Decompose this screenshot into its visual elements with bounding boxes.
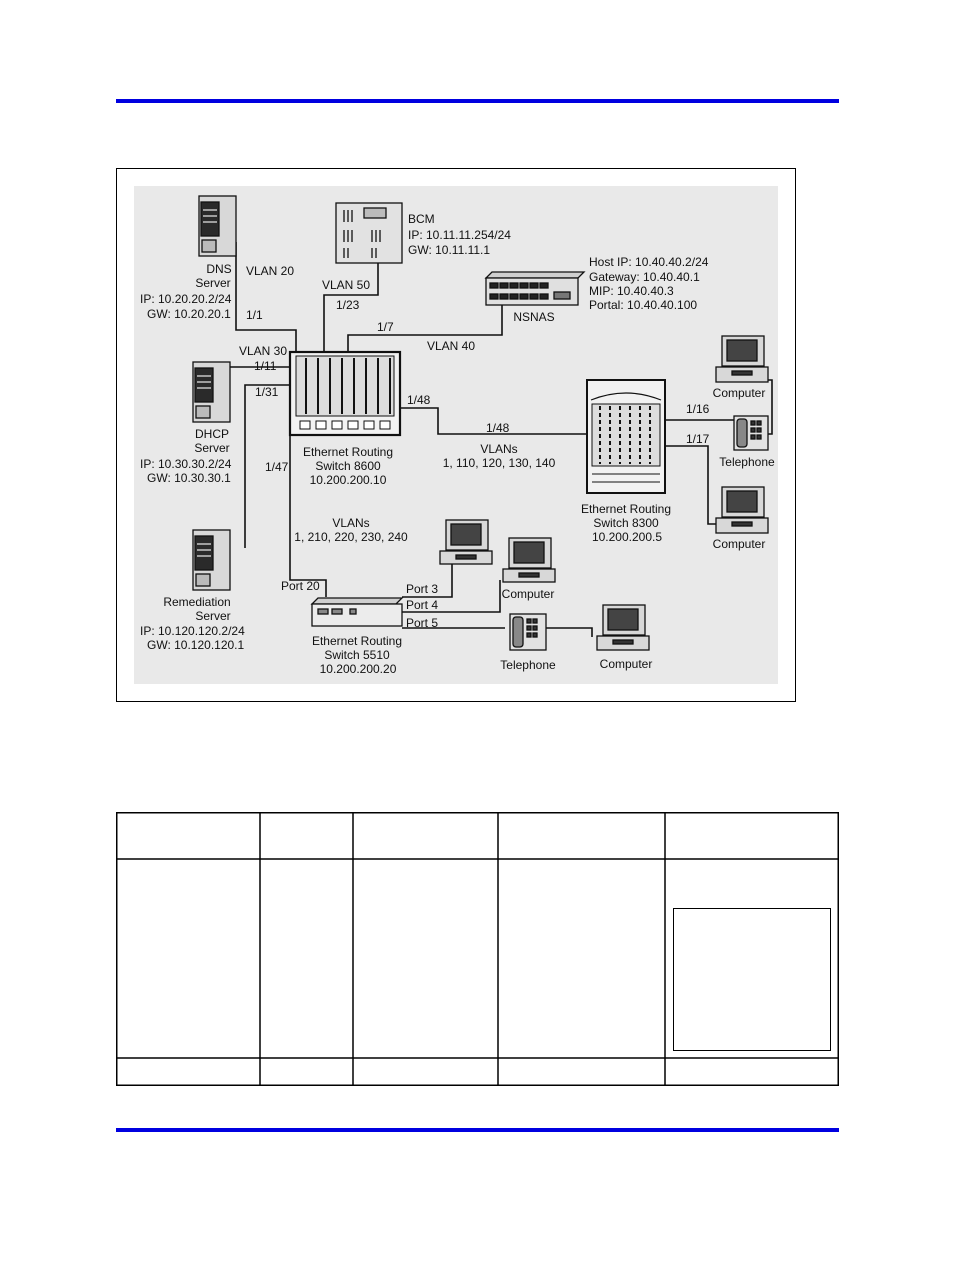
- dhcp-name: DHCP: [195, 427, 229, 441]
- nsnas-icon: [484, 271, 586, 306]
- nsnas-gateway: Gateway: 10.40.40.1: [589, 270, 700, 284]
- switch-8600-icon: [288, 350, 402, 437]
- dns-gw: GW: 10.20.20.1: [147, 307, 231, 321]
- remediation-server-icon: [192, 529, 231, 591]
- edge-vlans-list: 1, 210, 220, 230, 240: [294, 530, 408, 544]
- port-20: Port 20: [281, 579, 320, 593]
- port-1-48-a: 1/48: [407, 393, 431, 407]
- ers8300-ip: 10.200.200.5: [592, 530, 662, 544]
- computer-label-1: Computer: [713, 386, 766, 400]
- computer-icon-2: [715, 486, 769, 534]
- computer-icon-5: [596, 604, 650, 651]
- port-1-16: 1/16: [686, 402, 710, 416]
- switch-5510-icon: [310, 597, 404, 627]
- port-5: Port 5: [406, 616, 438, 630]
- ers8600-line2: Switch 8600: [315, 459, 381, 473]
- remediation-name: Remediation: [163, 595, 230, 609]
- port-1-7: 1/7: [377, 320, 394, 334]
- dhcp-server-icon: [192, 361, 231, 423]
- core-vlans-list: 1, 110, 120, 130, 140: [443, 456, 556, 470]
- telephone-label-1: Telephone: [719, 455, 775, 469]
- table-grid: [116, 812, 839, 1086]
- nsnas-host-ip: Host IP: 10.40.40.2/24: [589, 255, 709, 269]
- footer-rule: [116, 1128, 839, 1132]
- bcm-gw: GW: 10.11.11.1: [408, 243, 490, 257]
- telephone-icon-1: [733, 415, 769, 451]
- ers5510-line2: Switch 5510: [324, 648, 390, 662]
- vlan-30-label: VLAN 30: [239, 344, 287, 358]
- dns-name: DNS: [206, 262, 231, 276]
- computer-icon-1: [715, 335, 769, 383]
- port-4: Port 4: [406, 598, 438, 612]
- bcm-icon: [335, 202, 403, 264]
- nsnas-portal: Portal: 10.40.40.100: [589, 298, 697, 312]
- remediation-role: Server: [195, 609, 230, 623]
- ers8300-line1: Ethernet Routing: [581, 502, 671, 516]
- port-3: Port 3: [406, 582, 438, 596]
- ers8300-line2: Switch 8300: [593, 516, 659, 530]
- port-1-1: 1/1: [246, 308, 263, 322]
- port-1-17: 1/17: [686, 432, 710, 446]
- edge-vlans-title: VLANs: [332, 516, 369, 530]
- computer-icon-4: [502, 537, 556, 583]
- nsnas-name: NSNAS: [513, 310, 554, 324]
- bcm-ip: IP: 10.11.11.254/24: [408, 228, 511, 242]
- dhcp-ip: IP: 10.30.30.2/24: [140, 457, 232, 471]
- nsnas-mip: MIP: 10.40.40.3: [589, 284, 674, 298]
- dhcp-role: Server: [194, 441, 229, 455]
- ers5510-line1: Ethernet Routing: [312, 634, 402, 648]
- dns-server-icon: [198, 195, 237, 257]
- vlan-50-label: VLAN 50: [322, 278, 370, 292]
- connection-lines: [230, 242, 773, 637]
- dns-ip: IP: 10.20.20.2/24: [140, 292, 232, 306]
- port-1-47: 1/47: [265, 460, 289, 474]
- ers5510-ip: 10.200.200.20: [320, 662, 397, 676]
- computer-label-4: Computer: [600, 657, 653, 671]
- core-vlans-title: VLANs: [480, 442, 517, 456]
- network-diagram: DNS Server IP: 10.20.20.2/24 GW: 10.20.2…: [134, 186, 778, 684]
- table-inset-box: [673, 908, 831, 1051]
- remediation-ip: IP: 10.120.120.2/24: [140, 624, 245, 638]
- telephone-label-2: Telephone: [500, 658, 556, 672]
- port-1-23: 1/23: [336, 298, 360, 312]
- port-1-31: 1/31: [255, 385, 279, 399]
- header-rule: [116, 99, 839, 103]
- dhcp-gw: GW: 10.30.30.1: [147, 471, 231, 485]
- switch-8300-icon: [586, 379, 666, 494]
- vlan-20-label: VLAN 20: [246, 264, 294, 278]
- bcm-name: BCM: [408, 212, 435, 226]
- port-1-11: 1/11: [254, 359, 277, 373]
- ers8600-line1: Ethernet Routing: [303, 445, 393, 459]
- port-1-48-b: 1/48: [486, 421, 510, 435]
- remediation-gw: GW: 10.120.120.1: [147, 638, 245, 652]
- dns-role: Server: [195, 276, 230, 290]
- computer-label-3: Computer: [502, 587, 555, 601]
- vlan-40-label: VLAN 40: [427, 339, 475, 353]
- computer-label-2: Computer: [713, 537, 766, 551]
- ers8600-ip: 10.200.200.10: [310, 473, 387, 487]
- telephone-icon-2: [509, 613, 547, 651]
- computer-icon-3: [439, 519, 493, 565]
